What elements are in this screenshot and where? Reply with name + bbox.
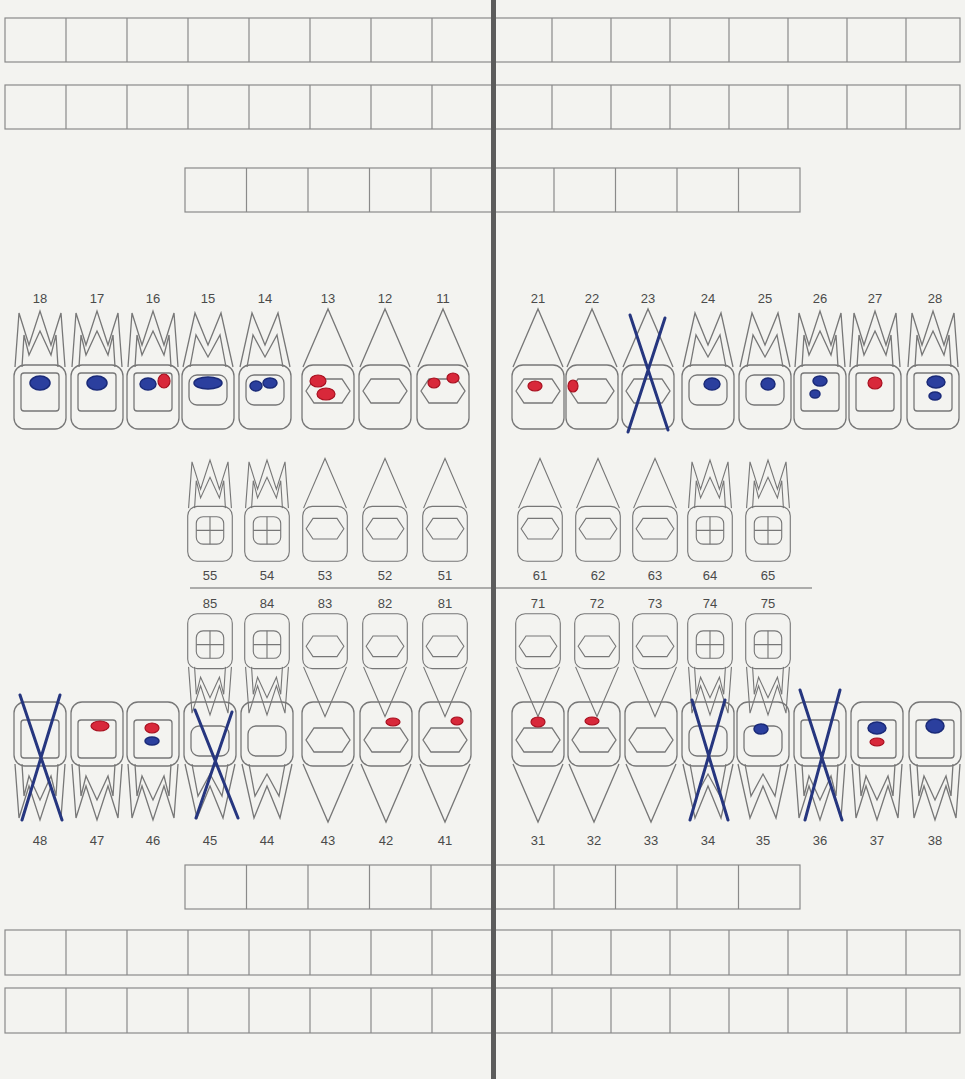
tooth-number: 24	[701, 292, 715, 305]
tooth-number: 47	[90, 834, 104, 847]
tooth-number: 21	[531, 292, 545, 305]
tooth-number: 84	[260, 597, 274, 610]
tooth-number: 72	[590, 597, 604, 610]
tooth-number: 52	[378, 569, 392, 582]
tooth-number: 81	[438, 597, 452, 610]
tooth-number: 71	[531, 597, 545, 610]
tooth-number: 42	[379, 834, 393, 847]
tooth-number: 13	[321, 292, 335, 305]
red-marks	[91, 373, 884, 746]
tooth-number: 31	[531, 834, 545, 847]
midline	[491, 0, 496, 1079]
tooth-number: 17	[90, 292, 104, 305]
tooth-number: 61	[533, 569, 547, 582]
tooth-number: 82	[378, 597, 392, 610]
tooth-number: 18	[33, 292, 47, 305]
tooth-number: 35	[756, 834, 770, 847]
tooth-number: 75	[761, 597, 775, 610]
tooth-number: 16	[146, 292, 160, 305]
tooth-number: 27	[868, 292, 882, 305]
tooth-number: 32	[587, 834, 601, 847]
tooth-number: 15	[201, 292, 215, 305]
tooth-number: 34	[701, 834, 715, 847]
tooth-number: 54	[260, 569, 274, 582]
tooth-number: 28	[928, 292, 942, 305]
tooth-number: 25	[758, 292, 772, 305]
tooth-number: 14	[258, 292, 272, 305]
tooth-number: 33	[644, 834, 658, 847]
tooth-number: 63	[648, 569, 662, 582]
tooth-number: 45	[203, 834, 217, 847]
tooth-number: 38	[928, 834, 942, 847]
tooth-number: 65	[761, 569, 775, 582]
tooth-number: 23	[641, 292, 655, 305]
lower-primary-teeth	[188, 614, 791, 717]
tooth-number: 37	[870, 834, 884, 847]
tooth-number: 64	[703, 569, 717, 582]
upper-primary-teeth	[188, 458, 791, 561]
tooth-number: 85	[203, 597, 217, 610]
tooth-number: 51	[438, 569, 452, 582]
blue-marks	[30, 376, 945, 745]
tooth-number: 74	[703, 597, 717, 610]
lower-permanent-teeth	[14, 702, 961, 822]
chart-grid	[5, 18, 960, 1033]
tooth-number: 55	[203, 569, 217, 582]
tooth-number: 46	[146, 834, 160, 847]
tooth-number: 11	[436, 292, 450, 305]
tooth-number: 44	[260, 834, 274, 847]
tooth-number: 48	[33, 834, 47, 847]
cross-mark	[20, 315, 842, 820]
tooth-number: 22	[585, 292, 599, 305]
tooth-number: 36	[813, 834, 827, 847]
tooth-number: 83	[318, 597, 332, 610]
tooth-number: 73	[648, 597, 662, 610]
tooth-number: 26	[813, 292, 827, 305]
tooth-number: 53	[318, 569, 332, 582]
tooth-number: 62	[591, 569, 605, 582]
tooth-number: 41	[438, 834, 452, 847]
tooth-number: 12	[378, 292, 392, 305]
tooth-number: 43	[321, 834, 335, 847]
upper-permanent-teeth	[14, 309, 959, 429]
